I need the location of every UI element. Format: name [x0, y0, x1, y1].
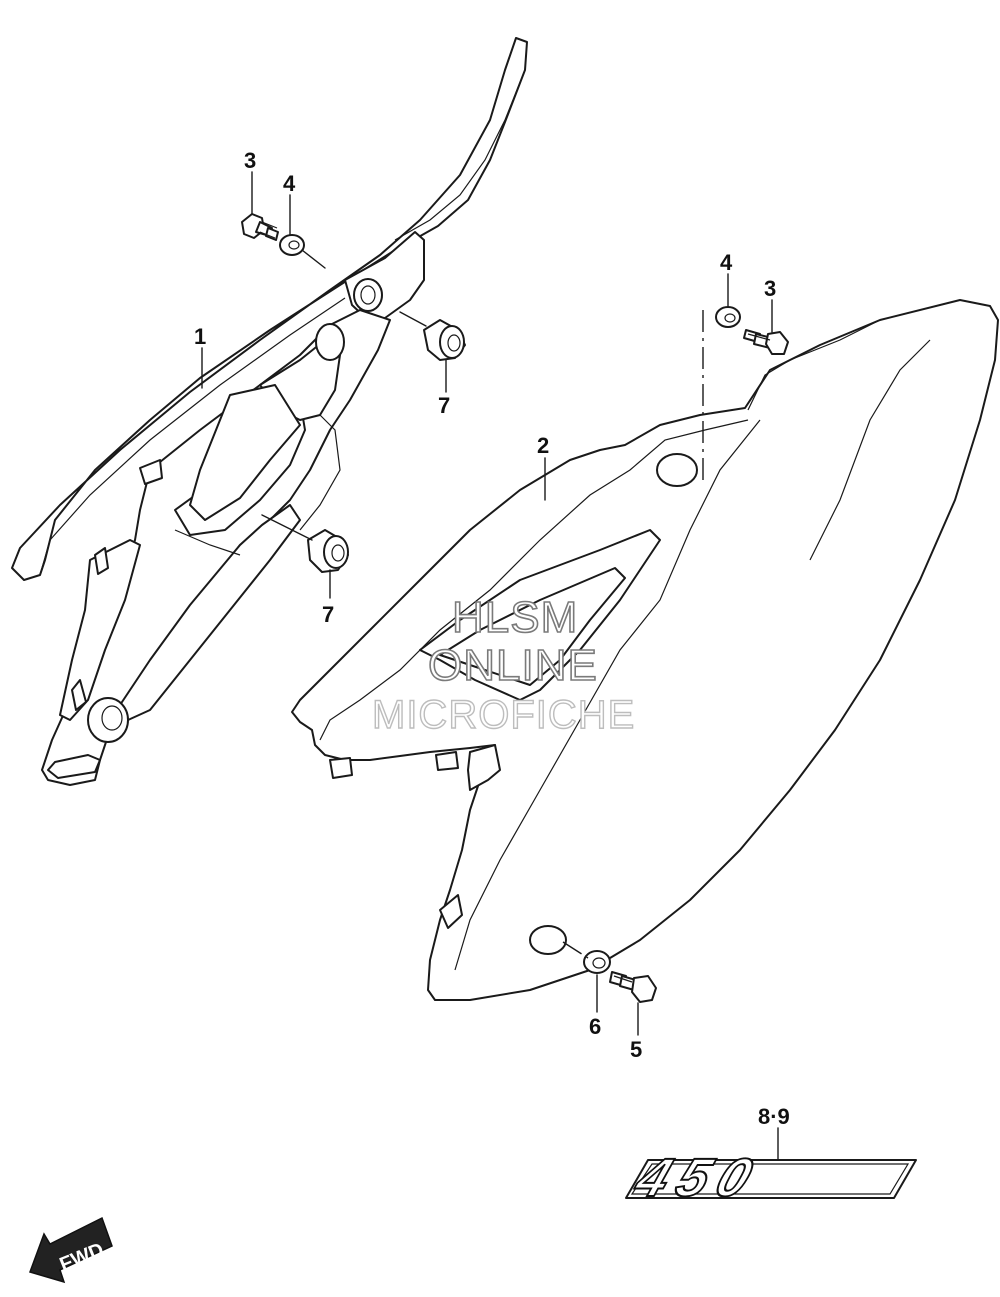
- label-part-7-upper: 7: [438, 393, 450, 418]
- bolt-part-5[interactable]: [609, 971, 657, 1003]
- label-part-3-left: 3: [244, 148, 256, 173]
- label-part-7-lower: 7: [322, 602, 334, 627]
- watermark-line-1: HLSM: [452, 593, 578, 642]
- side-cover-part-2[interactable]: [291, 299, 999, 1001]
- watermark: HLSM ONLINE MICROFICHE: [371, 592, 635, 738]
- watermark-line-2: ONLINE: [428, 641, 598, 690]
- leader-lines: [201, 171, 779, 1161]
- bolt-part-3-left[interactable]: [241, 213, 279, 241]
- decal-450-part-8-9[interactable]: 450: [625, 1147, 917, 1209]
- collar-part-7-upper[interactable]: [423, 319, 466, 361]
- label-part-5: 5: [630, 1037, 642, 1062]
- label-part-3-right: 3: [764, 276, 776, 301]
- washer-part-6[interactable]: [583, 950, 611, 974]
- label-part-2: 2: [537, 433, 549, 458]
- label-part-8-9: 8·9: [758, 1104, 790, 1129]
- watermark-line-3: MICROFICHE: [372, 693, 635, 737]
- label-part-1: 1: [194, 324, 206, 349]
- label-part-4-right: 4: [720, 250, 733, 275]
- collar-part-7-lower[interactable]: [307, 529, 349, 573]
- forward-arrow-icon: FWD: [29, 1216, 113, 1284]
- label-part-6: 6: [589, 1014, 601, 1039]
- bolt-part-3-right[interactable]: [743, 329, 789, 355]
- label-part-4-left: 4: [283, 171, 296, 196]
- washer-part-4-right[interactable]: [715, 306, 741, 328]
- decal-text: 450: [627, 1148, 770, 1208]
- washer-part-4-left[interactable]: [279, 234, 305, 256]
- frame-cover-part-1[interactable]: [11, 37, 528, 786]
